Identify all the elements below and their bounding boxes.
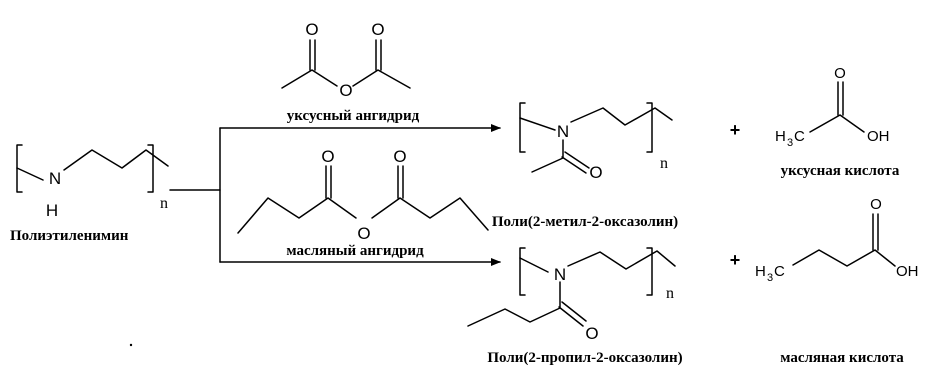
svg-text:C: C: [794, 128, 805, 145]
butyric-anhydride-label: масляный ангидрид: [286, 243, 424, 259]
ppox-label: Поли(2-пропил-2-оксазолин): [487, 350, 682, 366]
butyric-anhydride-o-right: O: [393, 147, 406, 166]
butyric-anhydride-o-left: O: [321, 147, 334, 166]
pei-h-atom: H: [46, 201, 58, 220]
stray-dot: [129, 343, 133, 347]
pei-n-atom: N: [49, 169, 61, 188]
butyric-acid-label: масляная кислота: [780, 350, 904, 366]
svg-text:H: H: [755, 263, 766, 280]
acetic-anhydride-label: уксусный ангидрид: [287, 108, 420, 124]
ppox-n-atom: N: [554, 265, 566, 284]
pmox-label: Поли(2-метил-2-оксазолин): [492, 214, 678, 230]
ppox-n-index: n: [666, 285, 674, 302]
pei-chain-bonds: [16, 149, 169, 181]
acetic-anhydride-o-left: O: [305, 20, 318, 39]
butyric-anhydride-o-bridge: O: [357, 224, 370, 243]
acetic-anhydride-o-bridge: O: [339, 81, 352, 100]
pei-structure: [16, 144, 169, 193]
pei-bracket-right: [147, 144, 154, 193]
ppox-bracket-right: [646, 247, 653, 296]
pmox-n-atom: N: [557, 122, 569, 141]
acetic-acid-o-atom: O: [834, 65, 846, 82]
acetic-acid-oh-group: OH: [867, 128, 890, 145]
svg-text:3: 3: [787, 137, 793, 149]
butyric-acid-o-atom: O: [870, 196, 882, 213]
butyric-acid-oh-group: OH: [896, 263, 919, 280]
ppox-structure: [467, 247, 676, 327]
pei-n-index: n: [160, 195, 168, 212]
pmox-bracket-left: [519, 102, 526, 153]
pmox-o-atom: O: [589, 163, 602, 182]
ppox-o-atom: O: [585, 324, 598, 343]
butyric-acid-h3c-group: H 3 C: [755, 263, 785, 284]
svg-text:3: 3: [767, 272, 773, 284]
svg-text:C: C: [774, 263, 785, 280]
acetic-anhydride-structure: [281, 39, 411, 89]
butyric-anhydride-structure: [237, 165, 489, 234]
pei-label: Полиэтиленимин: [10, 228, 129, 244]
pmox-bracket-right: [646, 102, 653, 153]
pmox-n-index: n: [660, 155, 668, 172]
plus-sign-bottom: +: [730, 250, 741, 270]
svg-text:H: H: [775, 128, 786, 145]
acetic-anhydride-o-right: O: [371, 20, 384, 39]
acetic-acid-label: уксусная кислота: [781, 163, 900, 179]
butyric-acid-structure: [792, 213, 896, 267]
plus-sign-top: +: [730, 120, 741, 140]
acetic-acid-structure: [809, 81, 865, 133]
acetic-acid-h3c-group: H 3 C: [775, 128, 805, 149]
ppox-bracket-left: [519, 247, 526, 296]
pmox-structure: [519, 102, 673, 174]
